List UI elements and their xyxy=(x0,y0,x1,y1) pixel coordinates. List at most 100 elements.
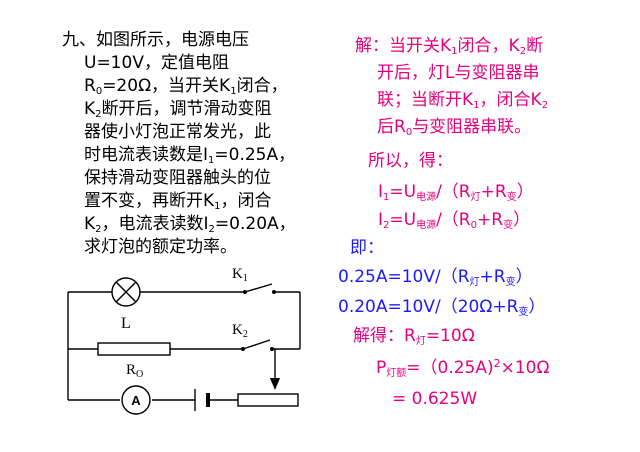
subscript: 1 xyxy=(214,201,221,212)
subscript: 2 xyxy=(95,109,102,120)
subscript: 1 xyxy=(451,46,458,57)
switch-k2-blade xyxy=(242,339,271,350)
text: I xyxy=(378,182,384,202)
text: R xyxy=(84,76,96,96)
text: P xyxy=(376,358,387,378)
text: ，闭合 xyxy=(220,191,272,211)
text: 置不变，再断开K xyxy=(84,191,215,211)
text: =10Ω xyxy=(425,326,475,346)
slider-arrow-icon xyxy=(270,378,280,390)
solution-line-7: I2=U电源/（R0+R变） xyxy=(378,210,530,231)
question-line-3: R0=20Ω，当开关K1闭合， xyxy=(84,76,288,97)
label-ammeter: A xyxy=(131,393,141,408)
text: 闭合，K xyxy=(457,36,520,56)
subscript: 2 xyxy=(95,224,102,235)
subscript: 电源 xyxy=(416,220,437,231)
circuit-diagram: L K1 K2 RO A xyxy=(67,266,301,415)
text: 解得：R xyxy=(353,326,416,346)
text: +R xyxy=(480,182,507,202)
text: 九、如图所示，电源电压 xyxy=(62,30,249,50)
solution-line-6: I1=U电源/（R灯+R变） xyxy=(378,182,534,203)
resistor-r0-icon xyxy=(97,342,171,356)
switch-k2-contact-right xyxy=(270,347,274,351)
text: U=10V，定值电阻 xyxy=(84,53,229,73)
subscript: 1 xyxy=(473,100,480,111)
text: +R xyxy=(477,210,504,230)
label-k2-sub: 2 xyxy=(243,329,248,340)
text: /（R xyxy=(436,210,471,230)
text: 所以，得： xyxy=(368,151,453,171)
subscript: 2 xyxy=(519,46,527,57)
subscript: 变 xyxy=(505,277,516,288)
text: I xyxy=(378,210,384,230)
solution-line-3: 联；当断开K1，闭合K2 xyxy=(377,90,549,111)
solution-line-10: 0.20A=10V/（20Ω+R变） xyxy=(338,297,546,318)
superscript: 2 xyxy=(493,357,501,370)
subscript: 1 xyxy=(208,155,215,166)
ammeter-icon xyxy=(121,385,151,415)
subscript: 灯额 xyxy=(386,368,407,379)
solution-line-8: 即： xyxy=(350,240,384,257)
subscript: 变 xyxy=(506,192,517,203)
question-line-9: K2，电流表读数I2=0.20A， xyxy=(84,214,296,235)
question-line-7: 保持滑动变阻器触头的位 xyxy=(84,170,271,187)
text: =U xyxy=(389,210,417,230)
text: ） xyxy=(516,182,534,202)
label-lamp: L xyxy=(121,315,131,332)
rheostat-icon xyxy=(237,393,299,407)
switch-k1-blade xyxy=(244,283,273,293)
text: ） xyxy=(528,297,546,317)
text: /（R xyxy=(436,182,471,202)
label-k1-main: K xyxy=(232,266,243,282)
text: 断 xyxy=(526,36,544,56)
text: 闭合， xyxy=(236,76,288,96)
switch-k2-contact-left xyxy=(241,347,245,351)
label-r0-sub: O xyxy=(136,369,143,380)
text: ） xyxy=(515,267,533,287)
subscript: 0 xyxy=(95,86,103,97)
subscript: 2 xyxy=(383,220,390,231)
text: ×10Ω xyxy=(500,358,550,378)
text: =20Ω，当开关K xyxy=(102,76,231,96)
switch-k1-contact-right xyxy=(272,290,276,294)
question-line-2: U=10V，定值电阻 xyxy=(84,55,229,72)
solution-line-13: = 0.625W xyxy=(392,391,477,408)
text: 时电流表读数是I xyxy=(84,145,209,165)
solution-line-5: 所以，得： xyxy=(368,153,453,170)
label-k2-main: K xyxy=(232,322,243,338)
question-line-6: 时电流表读数是I1=0.25A， xyxy=(84,145,295,166)
label-r0: RO xyxy=(126,362,143,380)
text: 0.20A=10V/（20Ω+R xyxy=(338,297,519,317)
subscript: 变 xyxy=(518,307,529,318)
question-line-5: 器使小灯泡正常发光，此 xyxy=(84,124,271,141)
text: 断开后，调节滑动变阻 xyxy=(101,99,272,119)
subscript: 0 xyxy=(405,127,413,138)
text: 0.25A=10V/（R xyxy=(338,267,470,287)
switch-k1-contact-left xyxy=(243,290,247,294)
text: =0.20A， xyxy=(214,214,296,234)
text: 后R xyxy=(377,117,406,137)
subscript: 变 xyxy=(503,220,514,231)
subscript: 2 xyxy=(541,100,549,111)
subscript: 1 xyxy=(230,86,237,97)
label-k2: K2 xyxy=(232,322,248,340)
subscript: 灯 xyxy=(415,336,426,347)
lamp-cross-2 xyxy=(115,281,137,303)
subscript: 灯 xyxy=(469,277,480,288)
text: K xyxy=(84,99,96,119)
text: 解：当开关K xyxy=(355,36,452,56)
text: ，电流表读数I xyxy=(101,214,209,234)
subscript: 0 xyxy=(470,220,477,231)
solution-line-12: P灯额=（0.25A)2×10Ω xyxy=(376,357,550,379)
text: 与变阻器串联。 xyxy=(412,117,532,137)
text: 求灯泡的额定功率。 xyxy=(84,237,237,257)
solution-line-4: 后R0与变阻器串联。 xyxy=(377,117,532,138)
label-k1-sub: 1 xyxy=(243,273,248,284)
subscript: 电源 xyxy=(416,192,437,203)
text: +R xyxy=(479,267,506,287)
text: 器使小灯泡正常发光，此 xyxy=(84,122,271,142)
solution-line-9: 0.25A=10V/（R灯+R变） xyxy=(338,267,533,288)
text: 联；当断开K xyxy=(377,90,474,110)
text: 开后，灯L与变阻器串 xyxy=(377,63,540,83)
label-k1: K1 xyxy=(232,266,248,284)
